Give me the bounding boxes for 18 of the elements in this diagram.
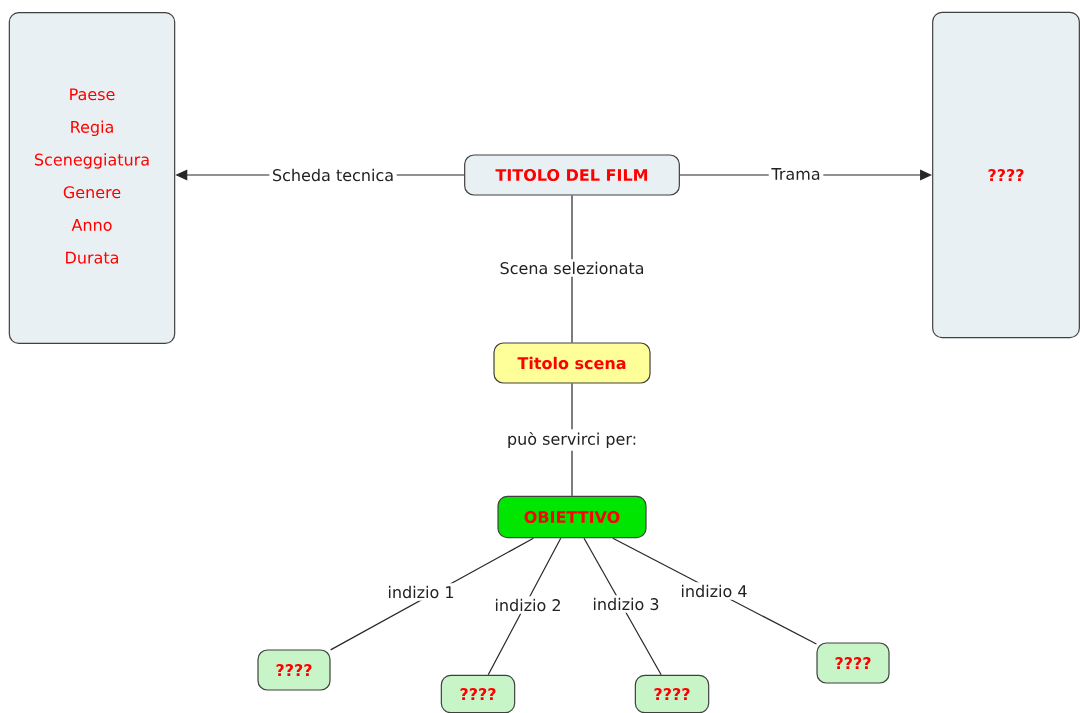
- edge-label: Trama: [768, 165, 824, 183]
- edge-label: può servirci per:: [504, 429, 640, 451]
- concept-box: OBIETTIVO: [497, 495, 647, 539]
- concept-box: ????: [816, 642, 890, 684]
- connector-line: [571, 195, 573, 343]
- edge-label: Scheda tecnica: [269, 166, 397, 184]
- edge-label: Scena selezionata: [496, 259, 648, 277]
- concept-box: ????: [257, 649, 331, 691]
- concept-box: ????: [440, 674, 516, 713]
- edge-label: indizio 4: [677, 582, 751, 600]
- concept-box: TITOLO DEL FILM: [464, 154, 680, 196]
- concept-box: ????: [634, 674, 710, 713]
- edge-label: indizio 3: [589, 595, 663, 613]
- concept-box: Paese Regia Sceneggiatura Genere Anno Durata: [8, 12, 176, 344]
- edge-label: indizio 1: [384, 583, 458, 601]
- edge-label: indizio 2: [491, 596, 565, 614]
- concept-box: ????: [932, 11, 1080, 339]
- concept-box: Titolo scena: [493, 342, 651, 384]
